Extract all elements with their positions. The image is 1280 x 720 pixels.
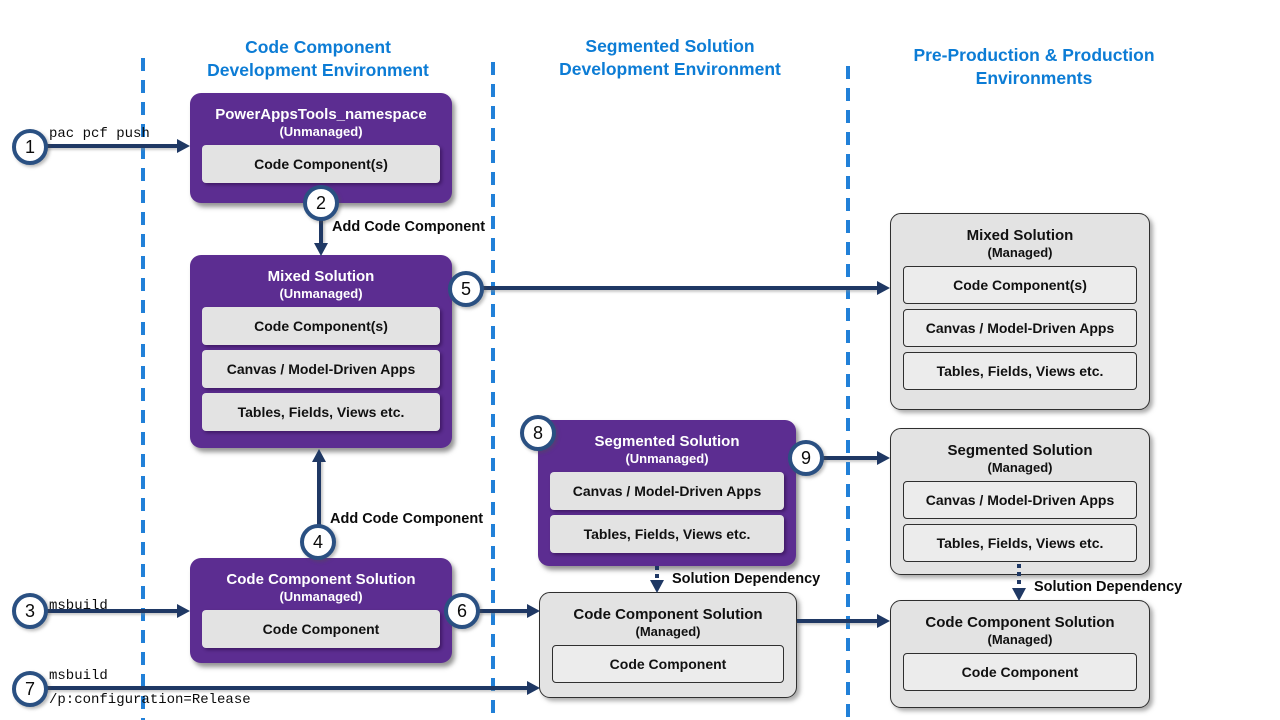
box-subtitle: (Managed) — [635, 624, 701, 639]
box-title: Segmented Solution — [594, 433, 740, 450]
box-title: Mixed Solution — [966, 227, 1074, 244]
step-circle-5: 5 — [448, 271, 484, 307]
arrow-solution-dependency-dev — [655, 566, 659, 580]
box-subtitle: (Managed) — [987, 460, 1053, 475]
step-circle-4: 4 — [300, 524, 336, 560]
arrowhead-right-icon — [177, 604, 190, 618]
arrow-solution-dependency-prod — [1017, 564, 1021, 588]
arrowhead-down-icon — [1012, 588, 1026, 601]
box-title: Code Component Solution — [573, 606, 763, 623]
arrow-deploy-code-component-solution — [797, 619, 878, 623]
box-item-code-components: Code Component(s) — [903, 266, 1137, 304]
box-item-canvas-model-driven-apps: Canvas / Model-Driven Apps — [202, 350, 440, 388]
arrowhead-up-icon — [312, 449, 326, 462]
box-title: PowerAppsTools_namespace — [215, 106, 427, 123]
box-item-tables-fields-views: Tables, Fields, Views etc. — [202, 393, 440, 431]
label-solution-dependency-prod: Solution Dependency — [1034, 579, 1183, 595]
step-circle-7: 7 — [12, 671, 48, 707]
box-powerappstools-namespace: PowerAppsTools_namespace (Unmanaged) Cod… — [190, 93, 452, 203]
box-title: Mixed Solution — [267, 268, 375, 285]
column-divider-2 — [491, 62, 495, 720]
step-circle-3: 3 — [12, 593, 48, 629]
step-circle-2: 2 — [303, 185, 339, 221]
arrow-export-code-component-solution — [479, 609, 528, 613]
label-msbuild-release-line1: msbuild — [49, 668, 108, 684]
box-code-component-solution-managed-dev: Code Component Solution (Managed) Code C… — [539, 592, 797, 698]
label-msbuild-release-line2: /p:configuration=Release — [49, 692, 251, 708]
header-line: Pre-Production & Production — [913, 45, 1155, 65]
box-item-code-component: Code Component — [202, 610, 440, 648]
arrowhead-down-icon — [650, 580, 664, 593]
box-title: Code Component Solution — [226, 571, 416, 588]
arrow-msbuild — [44, 609, 178, 613]
box-item-code-component: Code Component — [552, 645, 784, 683]
box-title: Segmented Solution — [947, 442, 1093, 459]
label-add-code-component-bottom: Add Code Component — [330, 511, 484, 527]
box-item-tables-fields-views: Tables, Fields, Views etc. — [903, 524, 1137, 562]
box-item-code-component: Code Component — [903, 653, 1137, 691]
arrowhead-right-icon — [877, 281, 890, 295]
label-add-code-component-top: Add Code Component — [332, 219, 486, 235]
box-item-code-components: Code Component(s) — [202, 307, 440, 345]
box-title: Code Component Solution — [925, 614, 1115, 631]
header-line: Code Component — [245, 37, 391, 57]
arrowhead-right-icon — [877, 451, 890, 465]
box-item-code-components: Code Component(s) — [202, 145, 440, 183]
arrowhead-right-icon — [527, 604, 540, 618]
arrow-pac-pcf-push — [44, 144, 178, 148]
box-subtitle: (Managed) — [987, 632, 1053, 647]
box-item-canvas-model-driven-apps: Canvas / Model-Driven Apps — [903, 309, 1137, 347]
step-circle-6: 6 — [444, 593, 480, 629]
step-circle-9: 9 — [788, 440, 824, 476]
box-code-component-solution-managed-prod: Code Component Solution (Managed) Code C… — [890, 600, 1150, 708]
box-mixed-solution-managed: Mixed Solution (Managed) Code Component(… — [890, 213, 1150, 410]
column-divider-1 — [141, 58, 145, 720]
arrowhead-right-icon — [177, 139, 190, 153]
header-preprod-prod-env: Pre-Production & Production Environments — [869, 44, 1199, 90]
box-subtitle: (Unmanaged) — [279, 589, 363, 604]
label-solution-dependency-dev: Solution Dependency — [672, 571, 821, 587]
header-line: Development Environment — [559, 59, 781, 79]
header-line: Development Environment — [207, 60, 429, 80]
box-item-canvas-model-driven-apps: Canvas / Model-Driven Apps — [903, 481, 1137, 519]
arrow-export-segmented-solution — [822, 456, 878, 460]
box-code-component-solution-unmanaged: Code Component Solution (Unmanaged) Code… — [190, 558, 452, 663]
box-segmented-solution-managed: Segmented Solution (Managed) Canvas / Mo… — [890, 428, 1150, 575]
step-circle-8: 8 — [520, 415, 556, 451]
box-item-tables-fields-views: Tables, Fields, Views etc. — [903, 352, 1137, 390]
box-subtitle: (Unmanaged) — [279, 124, 363, 139]
box-segmented-solution-unmanaged: Segmented Solution (Unmanaged) Canvas / … — [538, 420, 796, 566]
arrowhead-down-icon — [314, 243, 328, 256]
box-subtitle: (Unmanaged) — [625, 451, 709, 466]
arrowhead-right-icon — [527, 681, 540, 695]
header-line: Segmented Solution — [585, 36, 755, 56]
box-item-canvas-model-driven-apps: Canvas / Model-Driven Apps — [550, 472, 784, 510]
header-line: Environments — [975, 68, 1093, 88]
box-item-tables-fields-views: Tables, Fields, Views etc. — [550, 515, 784, 553]
box-mixed-solution-unmanaged: Mixed Solution (Unmanaged) Code Componen… — [190, 255, 452, 448]
arrow-add-code-component-up — [317, 460, 321, 525]
arrow-msbuild-release — [44, 686, 528, 690]
column-divider-3 — [846, 66, 850, 720]
arrow-add-code-component-down — [319, 220, 323, 244]
box-subtitle: (Managed) — [987, 245, 1053, 260]
header-code-component-dev-env: Code Component Development Environment — [153, 36, 483, 82]
label-msbuild: msbuild — [49, 598, 108, 614]
arrowhead-right-icon — [877, 614, 890, 628]
box-subtitle: (Unmanaged) — [279, 286, 363, 301]
arrow-export-mixed-solution — [483, 286, 878, 290]
label-pac-pcf-push: pac pcf push — [49, 126, 150, 142]
step-circle-1: 1 — [12, 129, 48, 165]
header-segmented-dev-env: Segmented Solution Development Environme… — [505, 35, 835, 81]
